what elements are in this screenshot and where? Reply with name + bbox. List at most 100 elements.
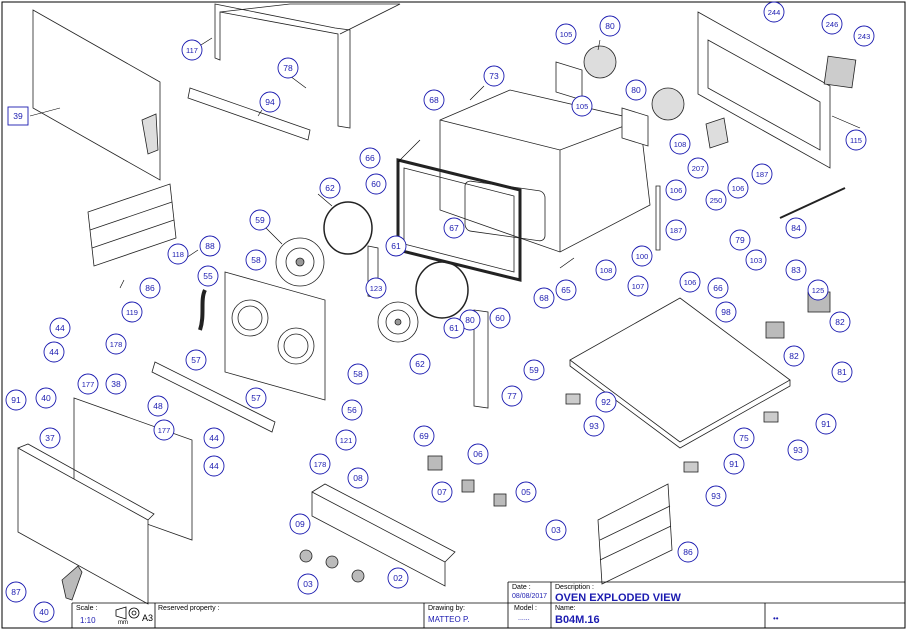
projection-symbol [115, 606, 140, 620]
callout-03: 03 [545, 519, 567, 541]
callout-label: 82 [835, 317, 845, 327]
callout-48: 48 [147, 395, 169, 417]
callout-105: 105 [555, 23, 577, 45]
callout-44: 44 [43, 341, 65, 363]
callout-label: 244 [768, 8, 781, 17]
part-fan-cover-plate [224, 271, 326, 401]
callout-label: 108 [600, 266, 613, 275]
drawing-by-value: MATTEO P. [428, 615, 470, 624]
part-motor [583, 45, 617, 79]
callout-66: 66 [707, 277, 729, 299]
callout-117: 117 [181, 39, 203, 61]
callout-207: 207 [687, 157, 709, 179]
part-shelf-rack-lower [597, 483, 673, 585]
callout-68: 68 [533, 287, 555, 309]
callout-label: 06 [473, 449, 483, 459]
callout-label: 69 [419, 431, 429, 441]
callout-label: 44 [49, 347, 59, 357]
callout-label: 108 [674, 140, 687, 149]
description-value: OVEN EXPLODED VIEW [555, 592, 681, 604]
callout-label: 100 [636, 252, 649, 261]
callout-label: 09 [295, 519, 305, 529]
callout-73: 73 [483, 65, 505, 87]
callout-65: 65 [555, 279, 577, 301]
callout-60: 60 [365, 173, 387, 195]
callout-243: 243 [853, 25, 875, 47]
callout-93: 93 [787, 439, 809, 461]
callout-label: 59 [255, 215, 265, 225]
callout-label: 58 [251, 255, 261, 265]
callout-60: 60 [489, 307, 511, 329]
callout-label: 177 [158, 426, 171, 435]
callout-label: 115 [850, 136, 862, 145]
callout-label: 178 [314, 460, 327, 469]
callout-03: 03 [297, 573, 319, 595]
callout-label: 106 [684, 278, 697, 287]
callout-label: 44 [55, 323, 65, 333]
callout-187: 187 [665, 219, 687, 241]
callout-91: 91 [723, 453, 745, 475]
callout-label: 207 [692, 164, 705, 173]
callout-label: 86 [683, 547, 693, 557]
callout-label: 62 [325, 183, 335, 193]
callout-label: 92 [601, 397, 611, 407]
callout-label: 40 [41, 393, 51, 403]
callout-label: 123 [370, 284, 383, 293]
callout-37: 37 [39, 427, 61, 449]
callout-label: 59 [529, 365, 539, 375]
callout-246: 246 [821, 13, 843, 35]
callout-label: 55 [203, 271, 213, 281]
model-value: ...... [518, 615, 530, 622]
callout-02: 02 [387, 567, 409, 589]
callout-label: 80 [605, 21, 615, 31]
callout-177: 177 [153, 419, 175, 441]
callout-250: 250 [705, 189, 727, 211]
callout-58: 58 [245, 249, 267, 271]
callout-label: 65 [561, 285, 571, 295]
callout-label: 75 [739, 433, 749, 443]
part-rail-bar [187, 87, 311, 141]
callout-label: 87 [11, 587, 21, 597]
callout-123: 123 [365, 277, 387, 299]
callout-40: 40 [33, 601, 55, 623]
name-value: B04M.16 [555, 614, 600, 626]
callout-106: 106 [727, 177, 749, 199]
callout-label: 93 [711, 491, 721, 501]
part-control-panel [311, 491, 446, 587]
callout-label: 91 [729, 459, 739, 469]
callout-label: 66 [713, 283, 723, 293]
callout-75: 75 [733, 427, 755, 449]
callout-106: 106 [679, 271, 701, 293]
callout-61: 61 [385, 235, 407, 257]
callout-106: 106 [665, 179, 687, 201]
callout-label: 73 [489, 71, 499, 81]
callout-label: 48 [153, 401, 163, 411]
callout-label: 56 [347, 405, 357, 415]
callout-label: 98 [721, 307, 731, 317]
callout-label: 243 [858, 32, 871, 41]
callout-80: 80 [599, 15, 621, 37]
callout-61: 61 [443, 317, 465, 339]
callout-38: 38 [105, 373, 127, 395]
callout-label: 58 [353, 369, 363, 379]
callout-label: 44 [209, 461, 219, 471]
callout-88: 88 [199, 235, 221, 257]
callout-label: 246 [826, 20, 839, 29]
scale-value: 1:10 [80, 616, 96, 625]
part-door-panel [32, 9, 161, 181]
callout-label: 60 [371, 179, 381, 189]
callout-label: 08 [353, 473, 363, 483]
callout-44: 44 [203, 427, 225, 449]
callout-91: 91 [5, 389, 27, 411]
callout-label: 80 [465, 315, 475, 325]
callout-103: 103 [745, 249, 767, 271]
callout-244: 244 [763, 1, 785, 23]
callout-57: 57 [185, 349, 207, 371]
callout-label: 187 [756, 170, 769, 179]
callout-label: 77 [507, 391, 517, 401]
drawing-by-label: Drawing by: [428, 605, 465, 612]
callout-62: 62 [409, 353, 431, 375]
callout-108: 108 [595, 259, 617, 281]
